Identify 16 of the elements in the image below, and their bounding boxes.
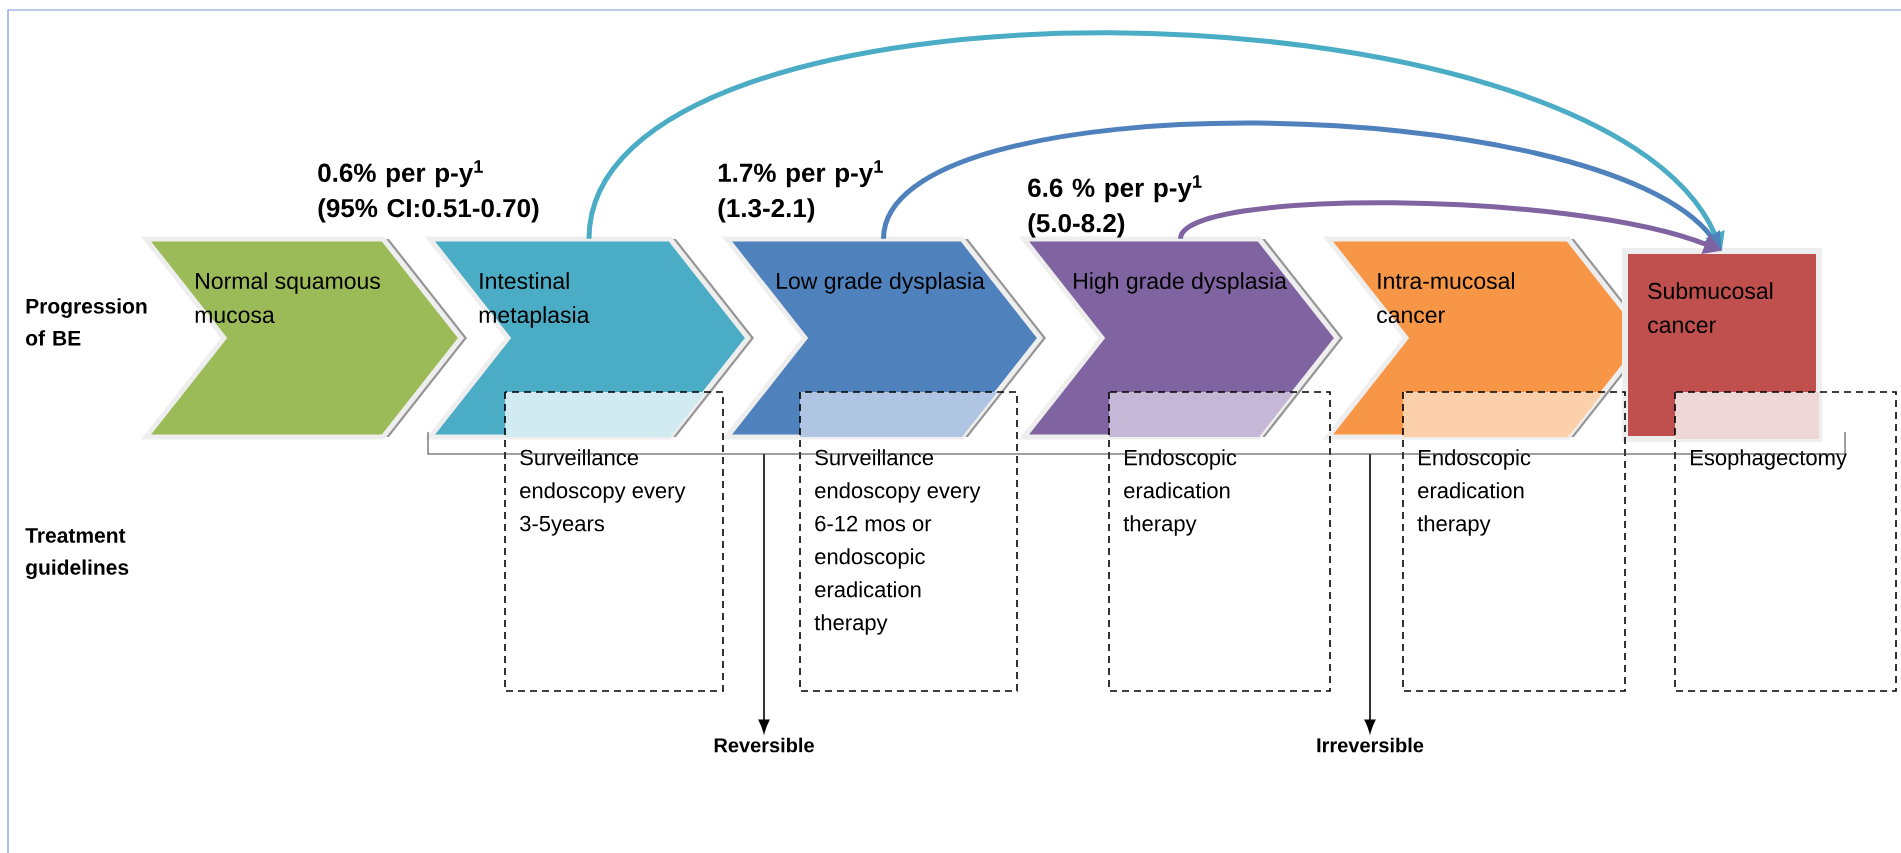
outcome-label: Reversible [714,737,814,753]
text-label: 6.6 % per p-y$^{1}$ [1028,175,1202,203]
outcome-label: Irreversible [1317,737,1424,753]
dashed-box: Endoscopic eradication therapy [1402,391,1626,692]
text-label: (95% CI:0.51-0.70) [318,198,539,223]
text-label: 1.7% per p-y$^{1}$ [718,160,883,188]
text-label: Treatment guidelines [25,528,129,580]
dashed-box: Endoscopic eradication therapy [1108,391,1331,692]
dashed-box: Esophagectomy [1674,391,1897,692]
text-label: (5.0-8.2) [1028,213,1125,238]
text-label: 0.6% per p-y$^{1}$ [318,160,483,188]
dashed-box: Surveillance endoscopy every 3-5years [504,391,724,692]
arrow [758,453,770,733]
text-label: (1.3-2.1) [718,198,815,223]
dashed-box: Surveillance endoscopy every 6-12 mos or endoscopic eradication therapy [799,391,1018,692]
arrow [1364,453,1376,733]
